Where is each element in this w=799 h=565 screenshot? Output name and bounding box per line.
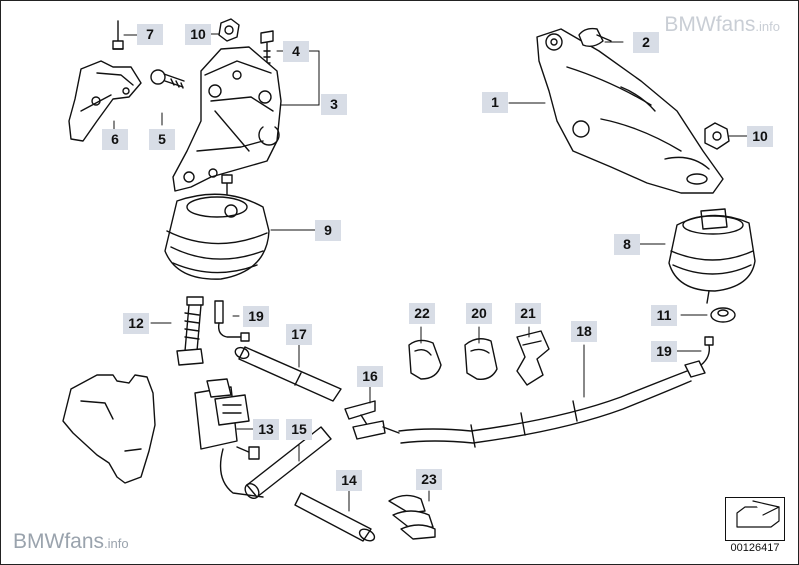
callout-16: 16 [357, 366, 383, 387]
watermark-top: BMWfans.info [664, 13, 780, 37]
part-10-nut-top [218, 18, 240, 42]
part-19-elbow-left [214, 300, 250, 342]
watermark-top-domain: .info [755, 19, 780, 34]
part-1-control-arm [536, 28, 724, 194]
part-10-nut-right [704, 122, 730, 150]
callout-19-left: 19 [243, 306, 269, 327]
part-12-bolt [176, 296, 204, 366]
watermark-bottom-domain: .info [104, 536, 129, 551]
reference-number: 00126417 [730, 542, 780, 554]
direction-arrow-icon [736, 500, 780, 528]
part-21-clip [516, 330, 550, 386]
callout-3: 3 [321, 94, 347, 115]
part-8-engine-mount [668, 208, 756, 304]
part-6-bracket [68, 60, 142, 142]
part-19-elbow-right [684, 336, 714, 378]
callout-21: 21 [515, 303, 541, 324]
part-5-bolt [150, 69, 185, 89]
side-bracket-outline [62, 374, 156, 484]
callout-13: 13 [253, 419, 279, 440]
callout-10-right: 10 [747, 126, 773, 147]
callout-10-top: 10 [185, 24, 211, 45]
callout-2: 2 [633, 32, 659, 53]
callout-6: 6 [102, 129, 128, 150]
callout-23: 23 [416, 469, 442, 490]
part-13-solenoid-valve [194, 378, 264, 498]
part-11-washer [710, 307, 736, 323]
part-7-bolt [112, 20, 124, 50]
callout-9: 9 [315, 220, 341, 241]
callout-20: 20 [466, 303, 492, 324]
part-3-engine-bracket [172, 46, 282, 192]
callout-1: 1 [482, 92, 508, 113]
callout-4: 4 [283, 41, 309, 62]
part-20-clip [464, 338, 498, 380]
callout-12: 12 [123, 313, 149, 334]
part-18-vacuum-line [398, 370, 692, 448]
callout-8: 8 [614, 234, 640, 255]
callout-19-right: 19 [651, 341, 677, 362]
callout-5: 5 [149, 129, 175, 150]
part-22-clip [408, 339, 442, 380]
watermark-bottom-brand: BMWfans [13, 530, 105, 553]
callout-17: 17 [286, 324, 312, 345]
callout-18: 18 [571, 321, 597, 342]
part-14-hose [294, 492, 376, 542]
watermark-bottom: BMWfans.info [13, 530, 129, 554]
part-9-engine-mount [164, 174, 270, 280]
part-23-clips [388, 494, 436, 540]
callout-22: 22 [409, 303, 435, 324]
part-16-tee-fitting [344, 400, 400, 440]
watermark-top-brand: BMWfans [664, 13, 756, 36]
callout-11: 11 [651, 305, 677, 326]
callout-14: 14 [336, 470, 362, 491]
part-17-hose [234, 346, 342, 402]
reference-box [725, 497, 785, 541]
part-15-hose [244, 426, 332, 500]
leader-lines [113, 33, 748, 512]
callout-15: 15 [286, 419, 312, 440]
callout-7: 7 [137, 24, 163, 45]
part-2-bolt [578, 27, 612, 48]
